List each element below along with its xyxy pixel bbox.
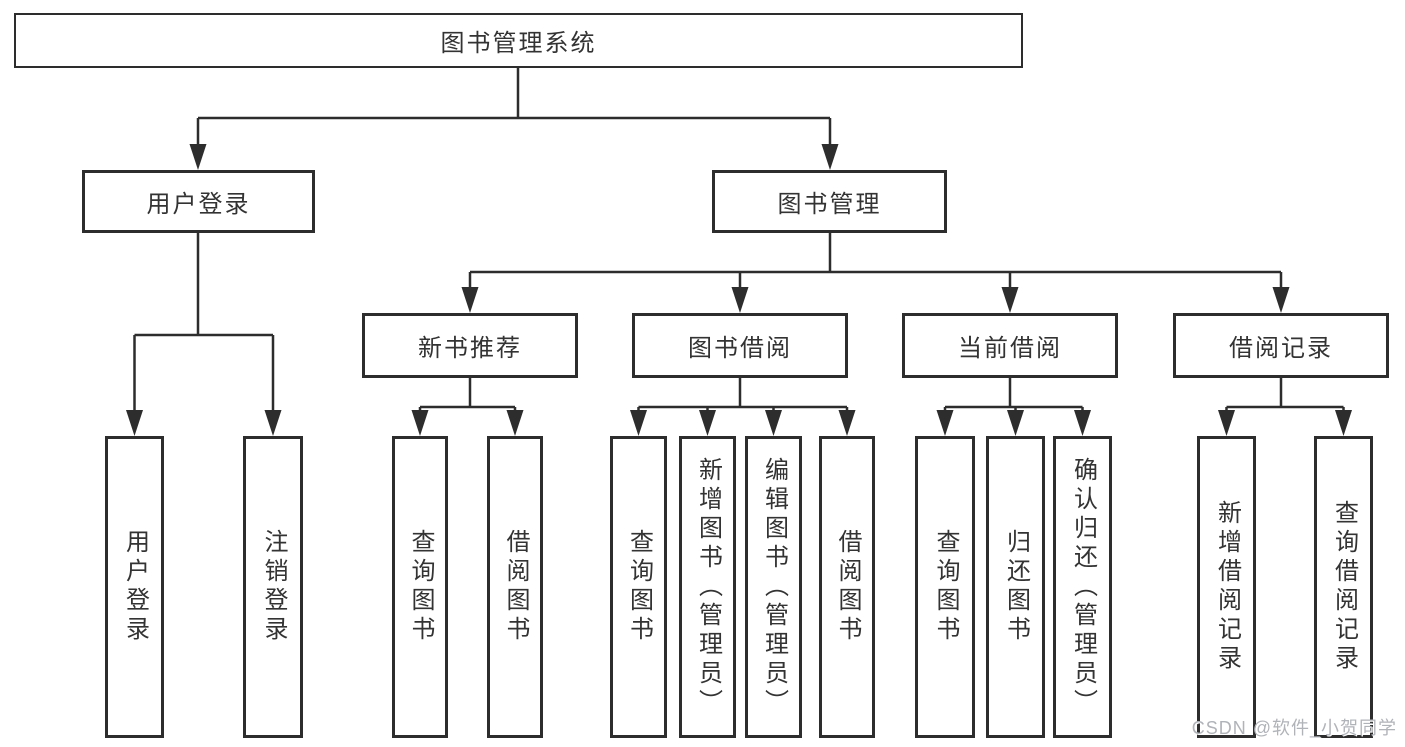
leaf-label: 新增借阅记录 bbox=[1213, 500, 1241, 674]
node-leaf-confirm-return-admin: 确认归还（管理员） bbox=[1053, 436, 1112, 738]
node-leaf-user-login: 用户登录 bbox=[105, 436, 164, 738]
node-current-borrow-label: 当前借阅 bbox=[958, 335, 1062, 362]
leaf-label: 用户登录 bbox=[121, 529, 149, 645]
leaf-label: 注销登录 bbox=[260, 529, 287, 645]
leaf-label: 新增图书（管理员） bbox=[694, 456, 722, 718]
node-leaf-add-book-admin: 新增图书（管理员） bbox=[679, 436, 736, 738]
node-leaf-query-books-borrow: 查询图书 bbox=[610, 436, 667, 738]
node-borrow-records: 借阅记录 bbox=[1173, 313, 1389, 378]
node-leaf-query-borrow-record: 查询借阅记录 bbox=[1314, 436, 1373, 738]
node-book-borrow: 图书借阅 bbox=[632, 313, 848, 378]
node-leaf-query-books-current: 查询图书 bbox=[915, 436, 975, 738]
leaf-label: 确认归还（管理员） bbox=[1069, 456, 1097, 718]
leaf-label: 借阅图书 bbox=[502, 529, 529, 645]
node-leaf-query-books-recommend: 查询图书 bbox=[392, 436, 448, 738]
node-leaf-logout: 注销登录 bbox=[243, 436, 303, 738]
leaf-label: 查询图书 bbox=[932, 529, 959, 645]
leaf-label: 查询图书 bbox=[625, 529, 653, 645]
node-user-login-label: 用户登录 bbox=[146, 191, 251, 218]
node-user-login: 用户登录 bbox=[82, 170, 315, 233]
leaf-label: 查询图书 bbox=[407, 529, 434, 645]
node-new-book-recommend-label: 新书推荐 bbox=[418, 335, 522, 362]
leaf-label: 查询借阅记录 bbox=[1330, 500, 1358, 674]
leaf-label: 归还图书 bbox=[1002, 529, 1030, 645]
node-borrow-records-label: 借阅记录 bbox=[1229, 335, 1333, 362]
leaf-label: 编辑图书（管理员） bbox=[760, 456, 788, 718]
csdn-watermark: CSDN @软件_小贺同学 bbox=[1191, 718, 1397, 738]
node-root: 图书管理系统 bbox=[14, 13, 1023, 68]
node-leaf-return-book: 归还图书 bbox=[986, 436, 1045, 738]
node-root-label: 图书管理系统 bbox=[440, 30, 597, 57]
arrowheads bbox=[126, 144, 1352, 436]
node-new-book-recommend: 新书推荐 bbox=[362, 313, 578, 378]
node-book-management: 图书管理 bbox=[712, 170, 947, 233]
node-current-borrow: 当前借阅 bbox=[902, 313, 1118, 378]
node-leaf-edit-book-admin: 编辑图书（管理员） bbox=[745, 436, 802, 738]
node-book-borrow-label: 图书借阅 bbox=[688, 335, 792, 362]
node-leaf-add-borrow-record: 新增借阅记录 bbox=[1197, 436, 1256, 738]
node-leaf-borrow-books-recommend: 借阅图书 bbox=[487, 436, 543, 738]
node-book-management-label: 图书管理 bbox=[777, 191, 882, 218]
node-leaf-borrow-books: 借阅图书 bbox=[819, 436, 875, 738]
leaf-label: 借阅图书 bbox=[834, 529, 861, 645]
